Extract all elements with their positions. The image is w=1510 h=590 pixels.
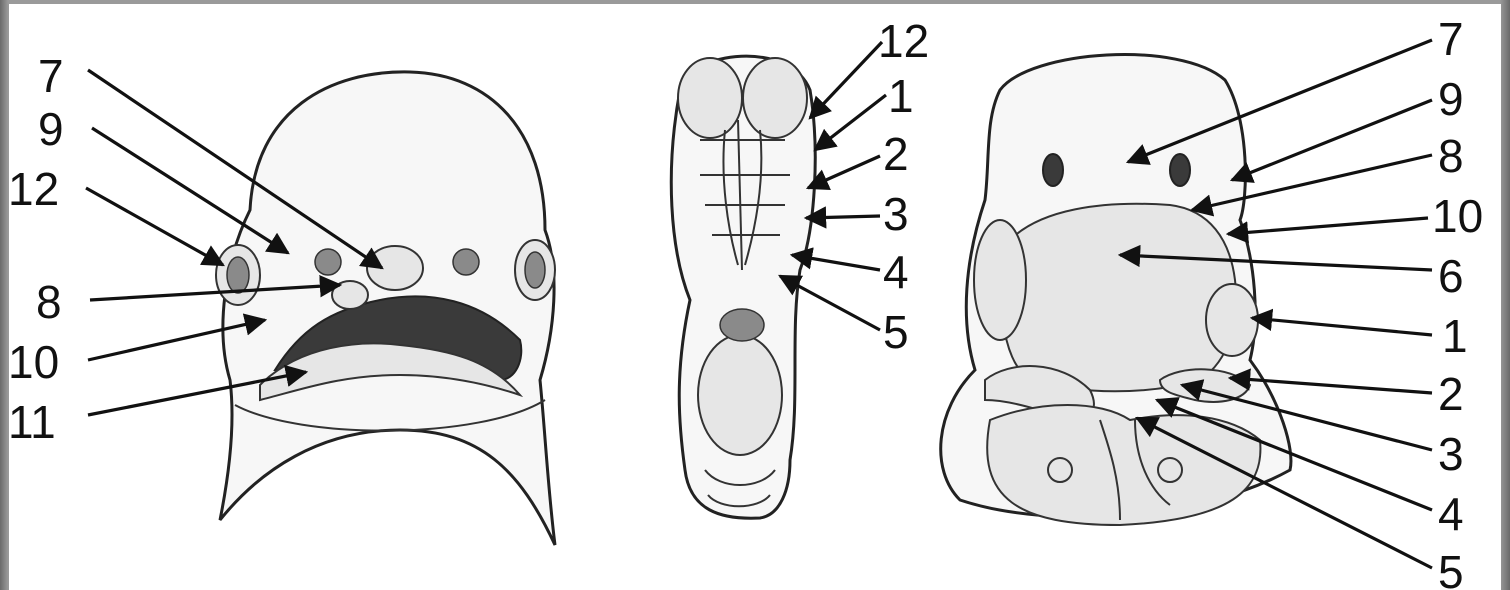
mid-arrow-4 — [792, 255, 880, 270]
right-pit-a — [1043, 154, 1063, 186]
middle-embryo — [671, 56, 815, 518]
left-nasal-b — [453, 249, 479, 275]
right-arrow-9 — [1232, 100, 1432, 180]
mid-vesicle-a — [678, 58, 742, 138]
right-label-10: 10 — [1432, 190, 1483, 242]
right-label-7: 7 — [1438, 13, 1464, 65]
left-label-11: 11 — [8, 396, 56, 448]
mid-heart-top — [720, 309, 764, 341]
mid-arrow-3 — [806, 216, 880, 218]
mid-vesicle-b — [743, 58, 807, 138]
left-embryo-face — [216, 72, 555, 545]
mid-label-12: 12 — [878, 15, 929, 67]
mid-label-2: 2 — [883, 128, 909, 180]
left-label-8: 8 — [36, 276, 62, 328]
right-arch-right — [1206, 284, 1258, 356]
mid-label-4: 4 — [883, 246, 909, 298]
right-label-8: 8 — [1438, 130, 1464, 182]
right-arch-left — [974, 220, 1026, 340]
right-label-4: 4 — [1438, 488, 1464, 540]
left-eye-inner-b — [525, 252, 545, 288]
right-arrow-10 — [1228, 218, 1428, 234]
mid-label-1: 1 — [888, 70, 914, 122]
right-label-9: 9 — [1438, 73, 1464, 125]
left-eye-inner-a — [227, 257, 249, 293]
left-frontonasal — [367, 246, 423, 290]
right-coil-b — [1158, 458, 1182, 482]
left-label-10: 10 — [8, 336, 59, 388]
right-pit-b — [1170, 154, 1190, 186]
right-label-3: 3 — [1438, 428, 1464, 480]
right-label-6: 6 — [1438, 250, 1464, 302]
left-label-7: 7 — [38, 50, 64, 102]
right-embryo — [941, 55, 1291, 525]
right-label-1: 1 — [1442, 310, 1468, 362]
right-label-2: 2 — [1438, 368, 1464, 420]
right-label-5: 5 — [1438, 546, 1464, 590]
right-arrow-1 — [1252, 318, 1432, 335]
mid-label-5: 5 — [883, 306, 909, 358]
right-coil-a — [1048, 458, 1072, 482]
mid-heart — [698, 335, 782, 455]
left-label-12: 12 — [8, 163, 59, 215]
left-nasal-a — [315, 249, 341, 275]
left-label-9: 9 — [38, 103, 64, 155]
mid-arrow-2 — [808, 156, 880, 188]
mid-label-3: 3 — [883, 188, 909, 240]
